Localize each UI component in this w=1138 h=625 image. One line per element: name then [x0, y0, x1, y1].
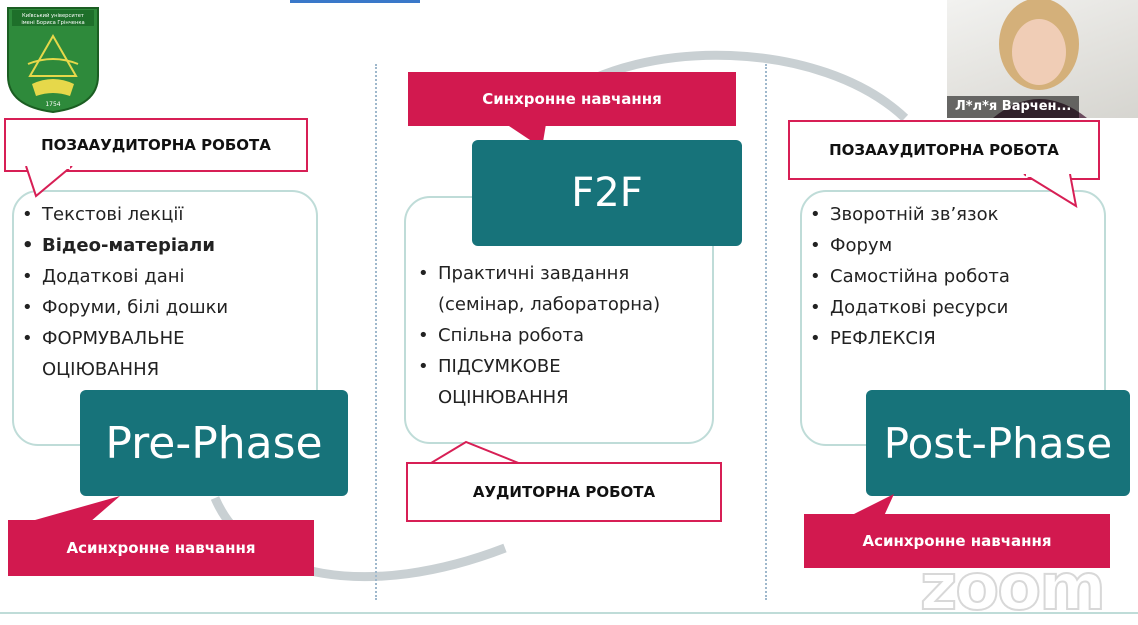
pre-phase-label: Pre-Phase: [105, 417, 323, 469]
university-seal-icon: Київський університет імені Бориса Грінч…: [7, 7, 99, 114]
list-item: Додаткові ресурси: [806, 292, 1096, 323]
bottom-divider: [0, 612, 1138, 614]
list-item: Зворотній зв’язок: [806, 199, 1096, 230]
list-item: Додаткові дані: [18, 261, 308, 292]
right-bottom-callout-label: Асинхронне навчання: [862, 532, 1052, 550]
list-item: ФОРМУВАЛЬНЕ ОЦІЮВАННЯ: [18, 323, 212, 385]
svg-text:Київський університет: Київський університет: [22, 12, 84, 19]
list-item: Відео-матеріали: [18, 230, 308, 261]
center-bottom-callout: АУДИТОРНА РОБОТА: [406, 462, 722, 522]
f2f-list: Практичні завдання (семінар, лабораторна…: [414, 258, 704, 413]
list-item: ПІДСУМКОВЕ ОЦІНЮВАННЯ: [414, 351, 598, 413]
list-item: Текстові лекції: [18, 199, 308, 230]
post-phase-box: Post-Phase: [866, 390, 1130, 496]
participant-name: Л*л*я Варчен...: [947, 96, 1080, 118]
right-callout-tail: [1023, 174, 1078, 208]
zoom-watermark: zoom: [919, 551, 1107, 625]
pre-phase-list: Текстові лекції Відео-матеріали Додатков…: [18, 199, 308, 385]
list-item: Самостійна робота: [806, 261, 1096, 292]
list-item: Форум: [806, 230, 1096, 261]
right-bottom-callout: Асинхронне навчання: [804, 514, 1110, 568]
column-divider-right: [765, 64, 767, 600]
left-callout-label: ПОЗААУДИТОРНА РОБОТА: [41, 136, 271, 154]
list-item: РЕФЛЕКСІЯ: [806, 323, 1096, 354]
column-divider-left: [375, 64, 377, 600]
center-top-callout: Синхронне навчання: [408, 72, 736, 126]
webcam-video[interactable]: Л*л*я Варчен...: [947, 0, 1138, 118]
list-item: Форуми, білі дошки: [18, 292, 308, 323]
right-callout: ПОЗААУДИТОРНА РОБОТА: [788, 120, 1100, 180]
f2f-label: F2F: [571, 170, 643, 216]
left-bottom-callout: Асинхронне навчання: [8, 520, 314, 576]
center-bottom-callout-label: АУДИТОРНА РОБОТА: [472, 483, 656, 501]
right-callout-label: ПОЗААУДИТОРНА РОБОТА: [829, 141, 1059, 159]
svg-text:імені Бориса Грінченка: імені Бориса Грінченка: [21, 20, 84, 26]
left-bottom-callout-label: Асинхронне навчання: [66, 539, 256, 557]
center-top-callout-label: Синхронне навчання: [482, 90, 662, 108]
right-bottom-callout-tail: [850, 494, 894, 516]
center-bottom-callout-tail: [426, 440, 527, 466]
svg-text:1754: 1754: [45, 101, 60, 108]
left-callout-tail: [25, 166, 73, 198]
pre-phase-box: Pre-Phase: [80, 390, 348, 496]
list-item: Практичні завдання (семінар, лабораторна…: [414, 258, 690, 320]
left-bottom-callout-tail: [28, 496, 120, 522]
left-callout: ПОЗААУДИТОРНА РОБОТА: [4, 118, 308, 172]
university-logo: Київський університет імені Бориса Грінч…: [6, 6, 100, 114]
post-phase-list: Зворотній зв’язок Форум Самостійна робот…: [806, 199, 1096, 354]
f2f-box: F2F: [472, 140, 742, 246]
list-item: Спільна робота: [414, 320, 704, 351]
top-progress-bar: [290, 0, 420, 3]
post-phase-label: Post-Phase: [883, 418, 1113, 468]
